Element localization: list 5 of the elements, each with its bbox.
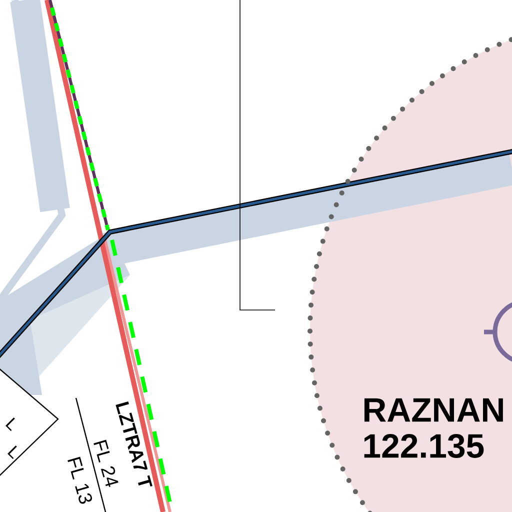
frequency-label: 122.135: [364, 434, 484, 458]
flight-level-label: FL 13: [68, 456, 92, 504]
map-label: L: [6, 418, 15, 432]
waypoint-name: RAZNAN: [364, 398, 503, 422]
map-label: L: [8, 446, 17, 460]
